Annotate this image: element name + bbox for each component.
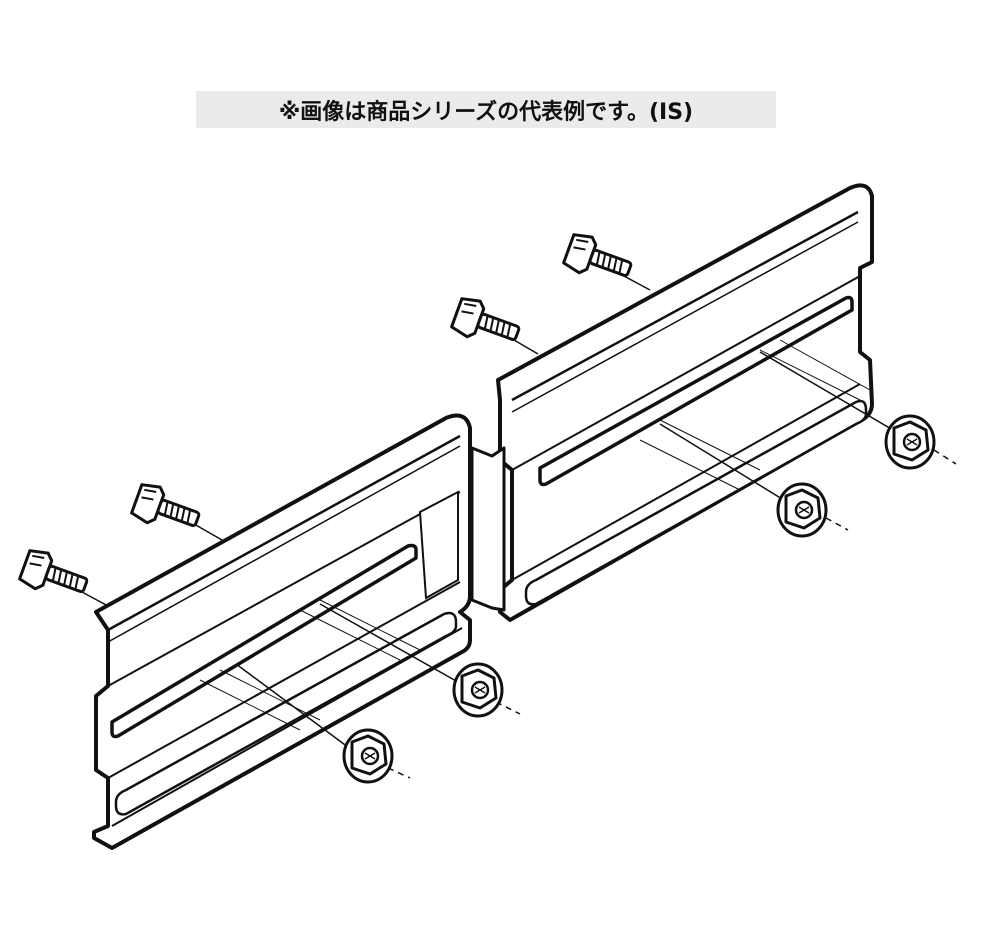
assembly-guide-lines (81, 275, 957, 779)
flange-nut-icon (884, 414, 936, 470)
left-rail-panel (92, 413, 472, 850)
caption-text: ※画像は商品シリーズの代表例です。(IS) (278, 99, 694, 125)
flange-nut-icon (776, 482, 828, 538)
flange-nut-icon (452, 662, 504, 718)
rail-joint (470, 446, 506, 612)
bolt-icon (560, 229, 637, 291)
bolt-icon (128, 479, 205, 541)
right-rail-panel (496, 183, 874, 622)
bolt-icon (16, 545, 93, 607)
flange-nut-icon (342, 728, 394, 784)
bolt-icon (448, 293, 525, 355)
caption-bar: ※画像は商品シリーズの代表例です。(IS) (196, 91, 776, 128)
